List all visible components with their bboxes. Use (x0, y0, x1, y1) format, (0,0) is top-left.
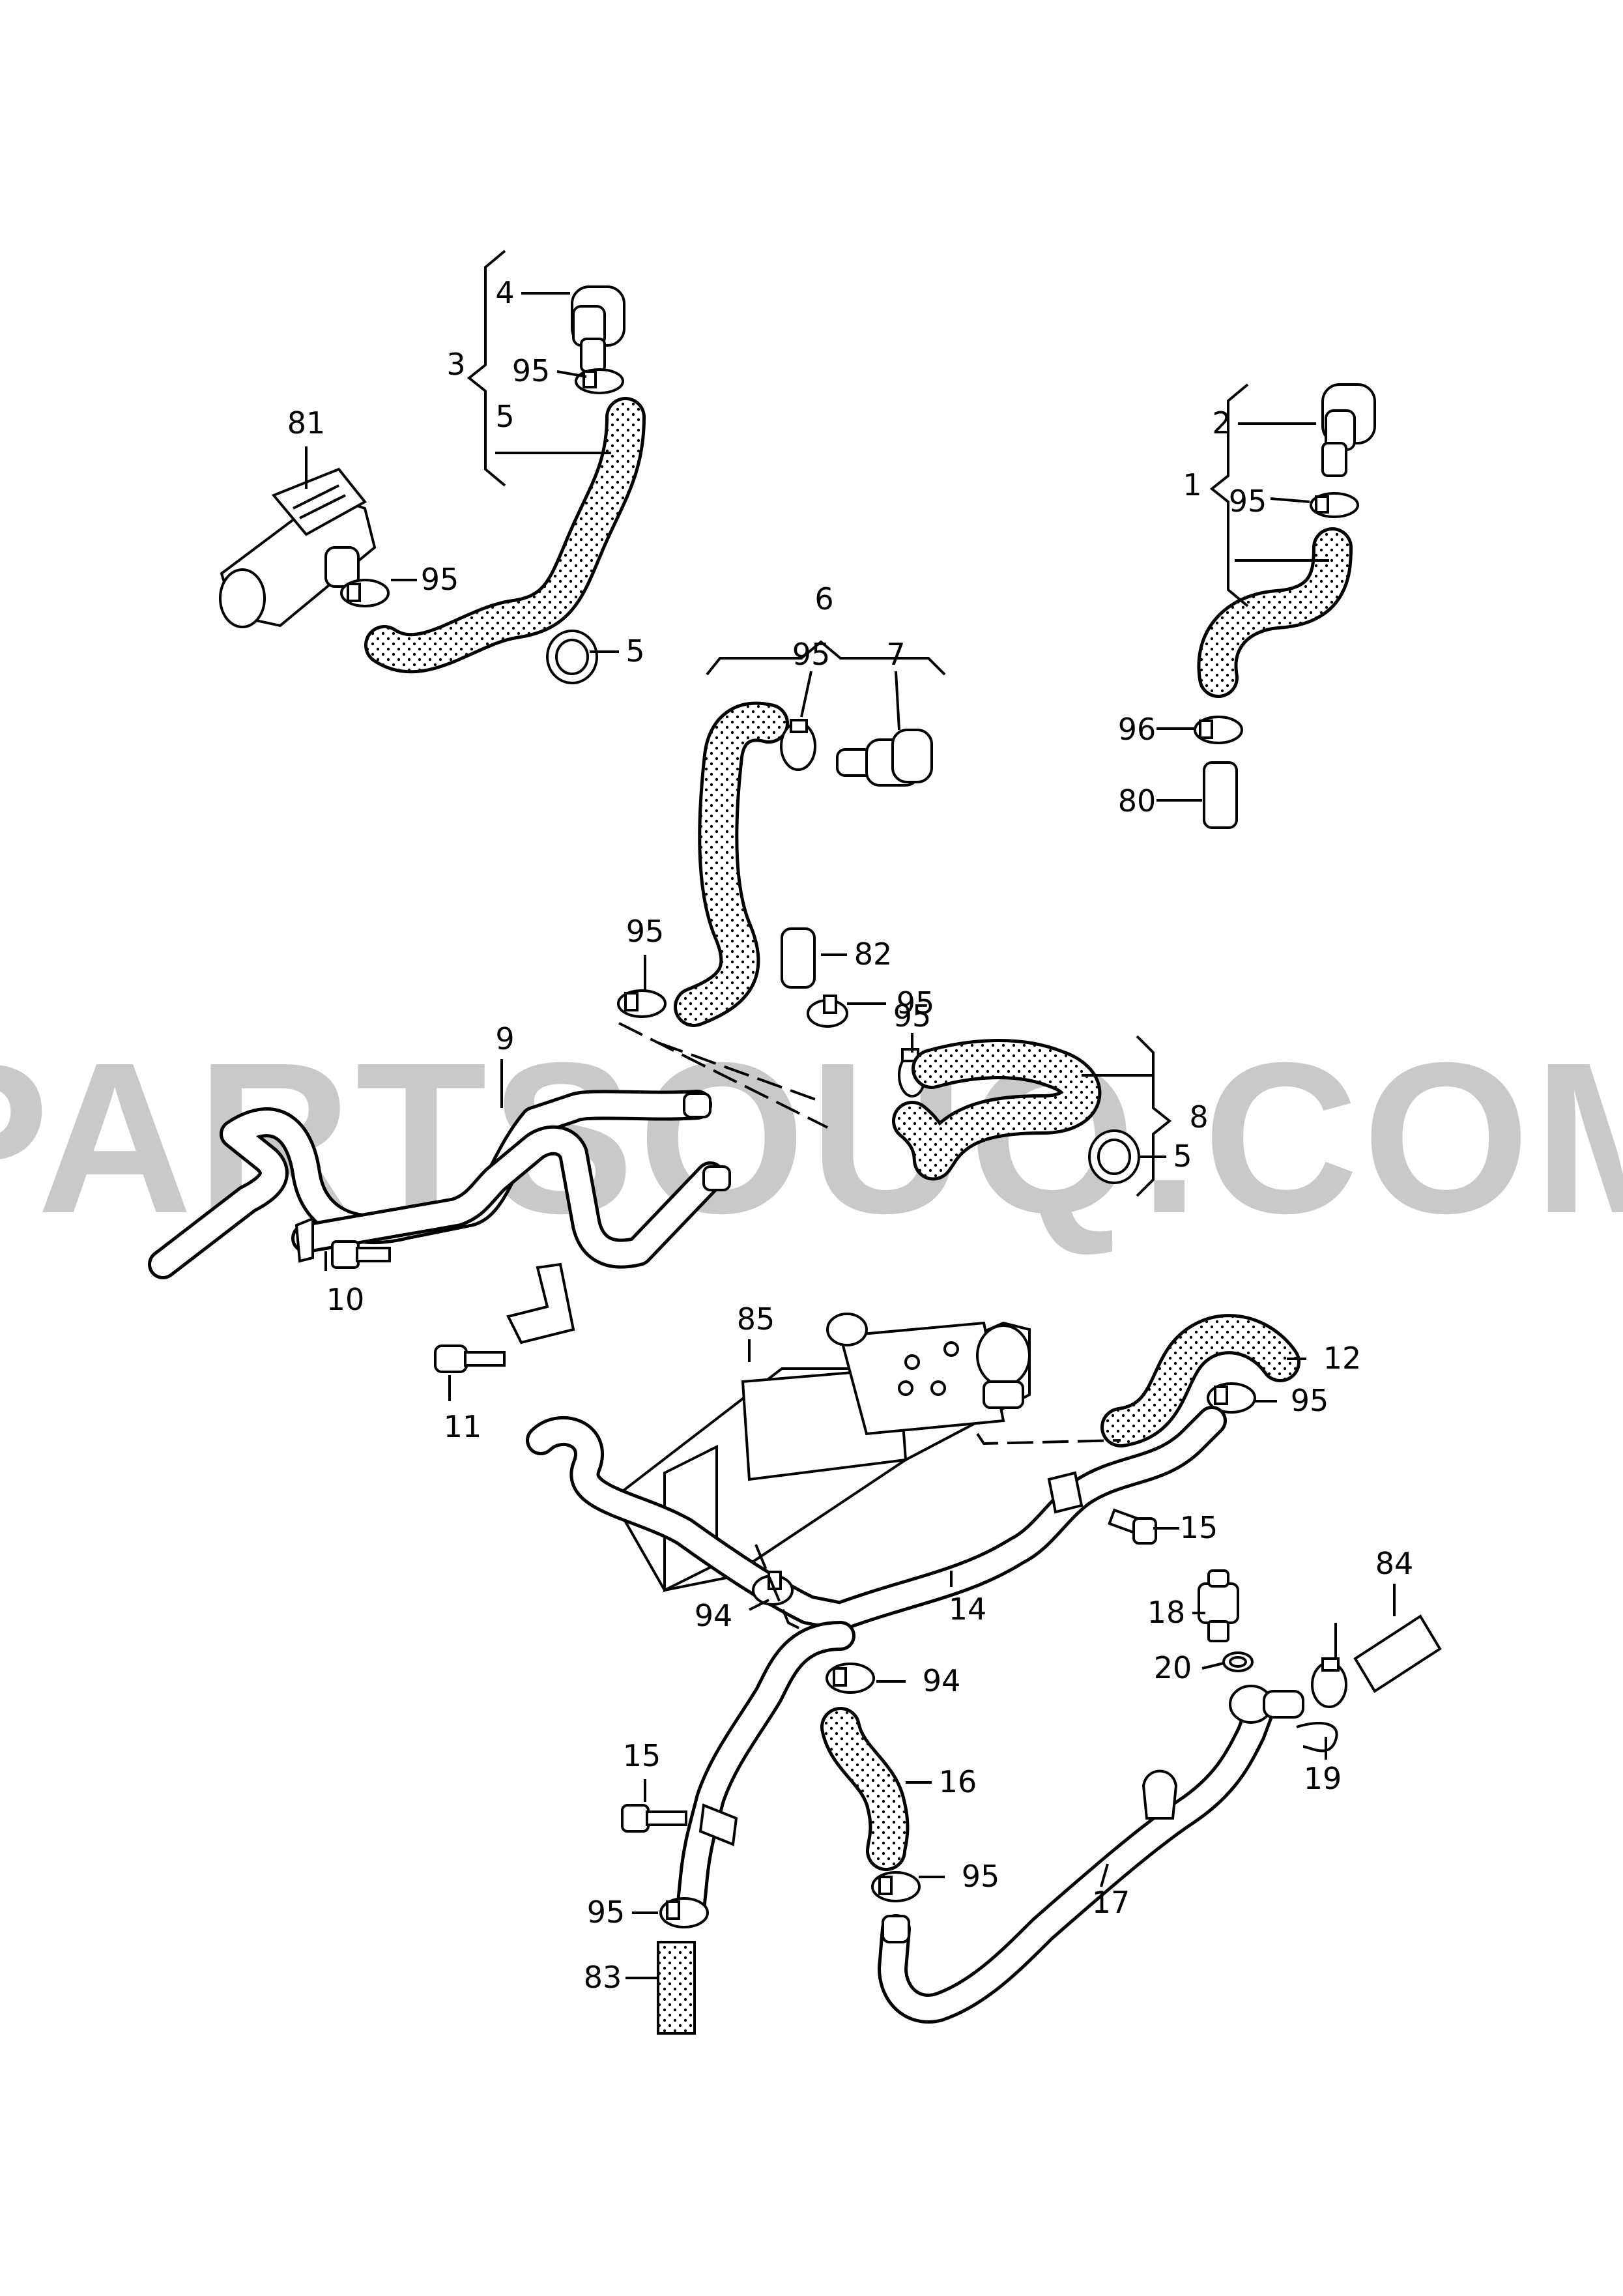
callout-95-top: 95 (512, 353, 551, 388)
callout-94-lower: 94 (923, 1663, 961, 1698)
hose-16[interactable] (820, 1707, 910, 1871)
hose-1[interactable] (1197, 527, 1353, 698)
bracket-1 (1209, 383, 1249, 607)
connector-2[interactable] (1321, 383, 1376, 477)
callout-95-flange: 95 (421, 562, 459, 597)
callout-81: 81 (287, 405, 326, 441)
hose-83[interactable] (657, 1941, 696, 2035)
connector-4[interactable] (571, 285, 625, 373)
callout-3: 3 (446, 347, 465, 382)
callout-16: 16 (939, 1764, 977, 1799)
callout-95-right: 95 (1229, 484, 1267, 519)
clamp-95-right[interactable] (1310, 492, 1359, 518)
callout-95-mid-c: 95 (897, 985, 935, 1021)
bracket-pipe-9 (506, 1262, 575, 1344)
callout-95-mid-b: 95 (626, 914, 665, 949)
callout-5-mid: 5 (1173, 1139, 1192, 1174)
seal-ring-20[interactable] (1222, 1651, 1254, 1672)
callout-7: 7 (886, 637, 905, 672)
callout-18: 18 (1147, 1595, 1186, 1630)
clamp-5-top-left[interactable] (546, 630, 598, 684)
retaining-clip-19[interactable] (1296, 1722, 1338, 1752)
callout-5-top: 5 (495, 399, 514, 434)
clamp-95-pipe-17[interactable] (1311, 1657, 1347, 1708)
bolt-11[interactable] (434, 1344, 506, 1373)
callout-4: 4 (495, 275, 514, 310)
clamp-95-lower-left[interactable] (659, 1897, 709, 1928)
callout-19: 19 (1304, 1761, 1342, 1796)
callout-1: 1 (1183, 467, 1201, 502)
bolt-15-lower[interactable] (621, 1804, 687, 1833)
clamp-95-flange[interactable] (340, 579, 390, 607)
callout-15-upper: 15 (1180, 1510, 1218, 1545)
callout-9: 9 (495, 1021, 514, 1056)
pipe-82[interactable] (781, 927, 816, 989)
fitting-17-top[interactable] (1229, 1685, 1304, 1724)
sensor-18[interactable] (1198, 1569, 1239, 1642)
callout-5-left: 5 (625, 633, 644, 669)
hose-84[interactable] (1353, 1614, 1442, 1693)
egr-cooler-85[interactable] (610, 1313, 1031, 1593)
callout-12: 12 (1323, 1341, 1362, 1376)
pipe-lower-left[interactable] (676, 1621, 855, 1925)
hose-5-top-left[interactable] (364, 397, 646, 674)
callout-95-mid-a: 95 (792, 637, 831, 672)
clamp-94-upper[interactable] (752, 1571, 794, 1606)
callout-20: 20 (1154, 1650, 1192, 1685)
callout-95-lower-left: 95 (587, 1895, 625, 1930)
callout-95-mid-d: 95 (893, 998, 932, 1034)
callout-14: 14 (949, 1591, 987, 1627)
callout-96: 96 (1118, 712, 1156, 747)
bolt-10[interactable] (294, 1217, 391, 1269)
clamp-95-mid-b[interactable] (617, 989, 667, 1018)
bracket-8 (1136, 1035, 1172, 1197)
callout-8: 8 (1189, 1099, 1208, 1135)
clamp-95-mid-c[interactable] (807, 995, 848, 1028)
clamp-94-lower[interactable] (826, 1663, 875, 1694)
bracket-6 (706, 640, 946, 676)
hose-6[interactable] (674, 701, 789, 1027)
callout-6: 6 (814, 581, 833, 617)
callout-2: 2 (1212, 405, 1231, 441)
hose-8[interactable] (892, 1039, 1102, 1181)
bolt-15-upper[interactable] (1108, 1508, 1157, 1545)
callout-95-hose-16: 95 (962, 1859, 1000, 1894)
callout-82: 82 (854, 937, 893, 972)
pipe-17[interactable] (878, 1693, 1276, 2024)
callout-85: 85 (737, 1301, 775, 1337)
clamp-5-mid[interactable] (1088, 1129, 1140, 1184)
pipe-9[interactable] (148, 1090, 731, 1279)
callout-17: 17 (1092, 1885, 1130, 1920)
callout-11: 11 (444, 1409, 482, 1444)
callout-15-lower: 15 (623, 1738, 661, 1773)
pipe-80[interactable] (1203, 761, 1238, 829)
clamp-95-hose-16[interactable] (871, 1871, 921, 1902)
hose-12[interactable] (1100, 1314, 1300, 1447)
callout-94-upper: 94 (695, 1598, 733, 1633)
callout-10: 10 (326, 1282, 365, 1317)
callout-95-egr: 95 (1291, 1383, 1329, 1418)
clamp-96[interactable] (1194, 716, 1243, 744)
connector-7[interactable] (836, 729, 933, 787)
bracket-3 (467, 250, 506, 487)
callout-80: 80 (1118, 783, 1156, 819)
coolant-flange-81[interactable] (219, 467, 377, 628)
callouts: 4 3 95 5 81 95 5 2 1 95 96 80 6 95 7 95 … (287, 275, 1414, 1995)
callout-83: 83 (584, 1960, 622, 1995)
callout-84: 84 (1375, 1546, 1414, 1581)
clamp-95-egr[interactable] (1207, 1382, 1256, 1414)
pipe-14[interactable] (526, 1406, 1227, 1631)
clamp-95-top[interactable] (575, 368, 624, 394)
clamp-95-mid-a[interactable] (780, 719, 816, 771)
